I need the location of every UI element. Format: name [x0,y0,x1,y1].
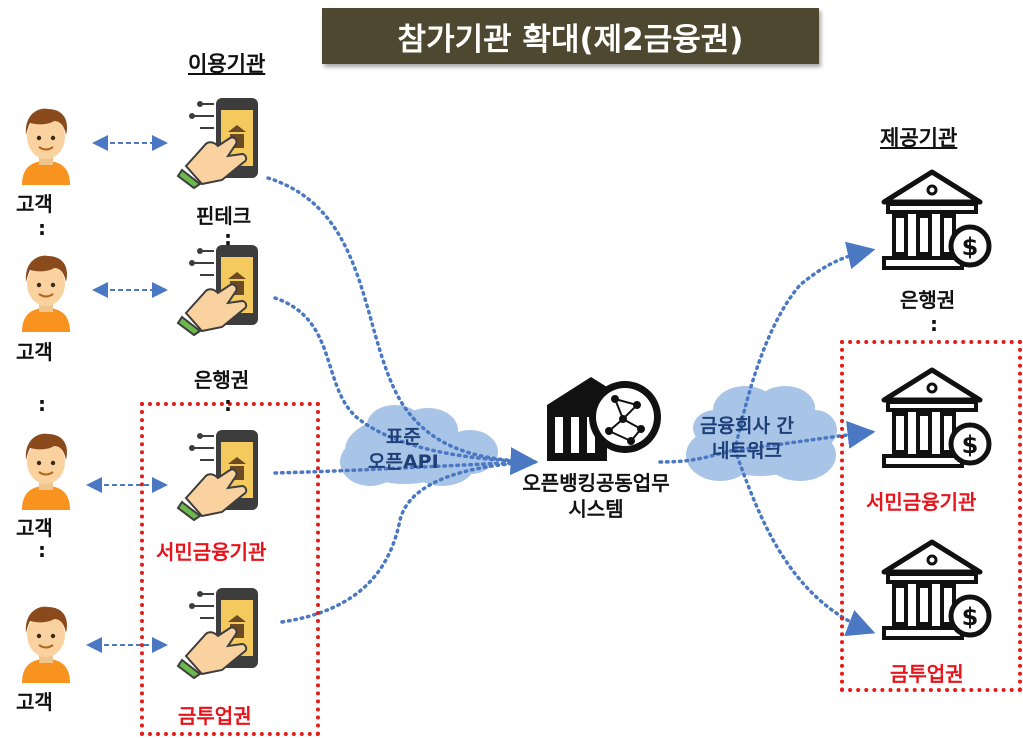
customer-label: 고객 [16,192,53,216]
cloud-left-shape [340,405,498,486]
user-securities-label: 금투업권 [178,704,252,728]
flow-to-bank [733,241,876,452]
center-line1: 오픈뱅킹공동업무 [522,471,670,495]
cloud-left-line1: 표준 [385,426,421,448]
bank-building-icon: $ [881,367,992,468]
center-system-label: 오픈뱅킹공동업무 시스템 [496,470,696,522]
customer-label: 고객 [16,340,53,364]
cloud-right-line2: 네트워크 [712,440,782,462]
flow-to-savings [733,420,876,452]
user-savings-label: 서민금융기관 [156,540,267,564]
cloud-right-shape [686,386,837,481]
left-header: 이용기관 [188,52,266,76]
customer-icon [22,433,70,510]
customer-icon [22,108,70,185]
customer-icon [22,255,70,332]
mobile-banking-icon [176,98,258,190]
user-highlight-box [140,402,320,736]
svg-text:$: $ [962,603,979,631]
title-banner: 참가기관 확대(제2금융권) [322,8,819,64]
ellipsis: : [930,312,938,336]
mobile-banking-icon [176,588,258,680]
bank-building-icon: $ [881,169,992,270]
center-line2: 시스템 [568,497,624,521]
flow-bank [273,296,537,464]
ellipsis: : [38,538,46,562]
svg-text:$: $ [962,431,979,459]
provider-highlight-box [840,340,1022,692]
cloud-left-line2: 오픈API [368,451,439,473]
provider-savings-label: 서민금융기관 [866,490,977,514]
ellipsis: : [38,392,46,416]
bank-building-icon: $ [881,539,992,640]
ellipsis: : [224,392,232,416]
customer-icon [22,606,70,683]
provider-securities-label: 금투업권 [890,662,964,686]
provider-bank-label: 은행권 [900,288,956,312]
right-header: 제공기관 [880,126,958,150]
cloud-left-text: 표준 오픈API [368,425,439,475]
user-fintech-label: 핀테크 [196,204,252,228]
cloud-right-line1: 금융회사 간 [700,415,795,437]
mobile-banking-icon [176,245,258,337]
ellipsis: : [38,216,46,240]
flow-securities [280,460,537,624]
mobile-banking-icon [176,430,258,522]
svg-text:$: $ [962,233,979,261]
user-bank-label: 은행권 [194,368,250,392]
title-text: 참가기관 확대(제2금융권) [397,21,744,58]
customer-label: 고객 [16,690,53,714]
flow-fintech [266,176,539,476]
cloud-right-text: 금융회사 간 네트워크 [700,414,794,464]
open-banking-system-icon [547,377,661,461]
ellipsis: : [224,226,232,250]
customer-label: 고객 [16,516,53,540]
